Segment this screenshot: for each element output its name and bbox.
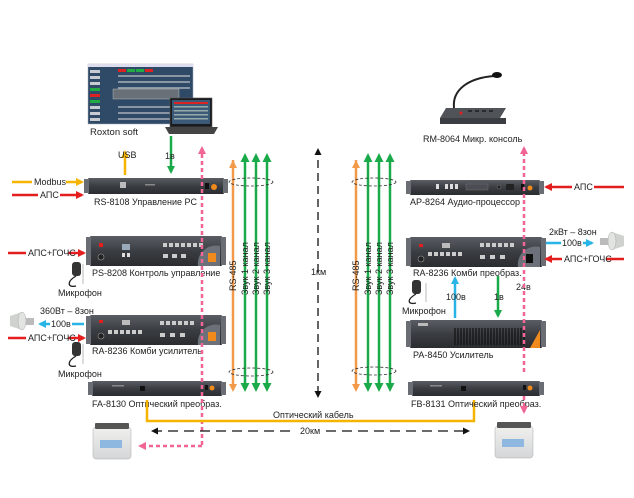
apc-gochs-label-right: АПС+ГОЧС [564,254,612,264]
ra8236-right-device [406,237,546,267]
microphone-icon [408,280,427,305]
battery-icon [92,423,132,460]
rs485-label-left: RS-485 [228,260,238,291]
fb8131-device [408,381,544,396]
ra8236-left-device [86,315,226,345]
apc-gochs-label: АПС+ГОЧС [28,248,76,258]
laptop-icon [165,97,218,134]
ap8264-label: AP-8264 Аудио-процессор [410,197,520,207]
modbus-label: Modbus [34,177,67,187]
line-100v-label-right: 100в [562,238,582,248]
right-bus: RS-485 Звук 1 канал Звук 2 канал Звук 3 … [351,153,397,392]
line-100v-label: 100в [51,319,71,329]
speaker-power-left: 360Вт – 8зон [40,306,94,316]
distance-1km-label: 1км [311,267,326,277]
ra8236-right-label: RA-8236 Комби преобраз. [413,268,522,278]
ra8236-left-label: RA-8236 Комби усилитель [92,346,202,356]
mic-label: Микрофон [58,288,102,298]
rs8108-label: RS-8108 Управление PC [94,197,198,207]
apc-label-right: АПС [574,182,593,192]
audio-ch1-label-left: Звук 1 канал [240,242,250,295]
mic-label-right: Микрофон [402,306,446,316]
apc-label: АПС [40,190,59,200]
link-1v-label: 1в [165,151,175,161]
rm8064-mic-console-icon [440,72,506,124]
ap8264-device [406,180,544,195]
ps8208-device [86,236,226,266]
audio-ch3-label-right: Звук 3 канал [385,242,395,295]
fb8131-label: FB-8131 Оптический преобраз. [411,399,541,409]
rm8064-label: RM-8064 Микр. консоль [423,134,523,144]
link-1v-label-right: 1в [494,292,504,302]
roxton-soft-screenshot [87,63,194,125]
battery-icon [494,422,534,459]
microphone-icon [68,262,84,288]
pa8450-label: PA-8450 Усилитель [413,350,494,360]
audio-ch1-label-right: Звук 1 канал [363,242,373,295]
usb-label: USB [118,150,137,160]
optic-distance-label: 20км [300,426,320,436]
mic-label: Микрофон [58,369,102,379]
audio-ch2-label-left: Звук 2 канал [251,242,261,295]
ps8208-label: PS-8208 Контроль управление [92,268,220,278]
roxton-soft-label: Roxton soft [90,127,138,138]
horn-speaker-icon [10,311,34,331]
audio-ch2-label-right: Звук 2 канал [374,242,384,295]
apc-gochs-label: АПС+ГОЧС [28,333,76,343]
optic-cable-label: Оптический кабель [273,410,354,420]
optic-cable-line [145,400,476,423]
microphone-icon [68,342,84,368]
speaker-power-right: 2кВт – 8зон [549,227,597,237]
vent-slots [454,328,525,345]
link-100v-label-right: 100в [446,292,466,302]
left-bus: RS-485 Звук 1 канал Звук 2 канал Звук 3 … [228,153,274,392]
rs485-label-right: RS-485 [351,260,361,291]
audio-ch3-label-left: Звук 3 канал [262,242,272,295]
fa8130-label: FA-8130 Оптический преобраз. [92,399,222,409]
horn-speaker-icon [600,231,624,251]
fa8130-device [88,381,226,396]
rs8108-device [84,178,228,194]
pa8450-device [406,320,546,348]
